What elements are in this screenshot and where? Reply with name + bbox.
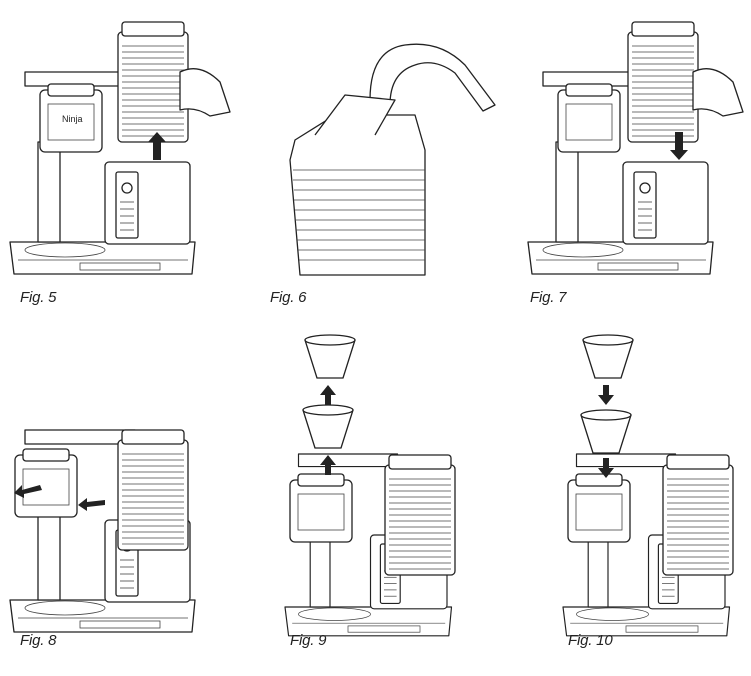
brand-logo: Ninja <box>62 114 83 124</box>
arrow-up-icon <box>148 132 166 160</box>
figure-caption: Fig. 8 <box>20 632 57 649</box>
arrow-left-icon <box>14 485 42 498</box>
figure-8-illustration <box>9 429 196 633</box>
figure-7-illustration <box>527 21 744 275</box>
figure-caption: Fig. 7 <box>530 289 567 306</box>
arrow-left-icon <box>78 498 105 511</box>
figure-caption: Fig. 6 <box>270 289 307 306</box>
figure-5-illustration: Ninja <box>9 21 231 275</box>
arrow-up-icon <box>320 455 336 475</box>
arrow-down-icon <box>670 132 688 160</box>
arrow-down-icon <box>598 385 614 405</box>
arrow-up-icon <box>320 385 336 405</box>
figure-caption: Fig. 9 <box>290 632 327 649</box>
figure-6-illustration <box>289 43 496 276</box>
arrow-down-icon <box>598 458 614 478</box>
figure-caption: Fig. 10 <box>568 632 613 649</box>
figure-9-illustration <box>284 334 456 637</box>
figure-10-illustration <box>562 334 734 637</box>
figure-caption: Fig. 5 <box>20 289 57 306</box>
